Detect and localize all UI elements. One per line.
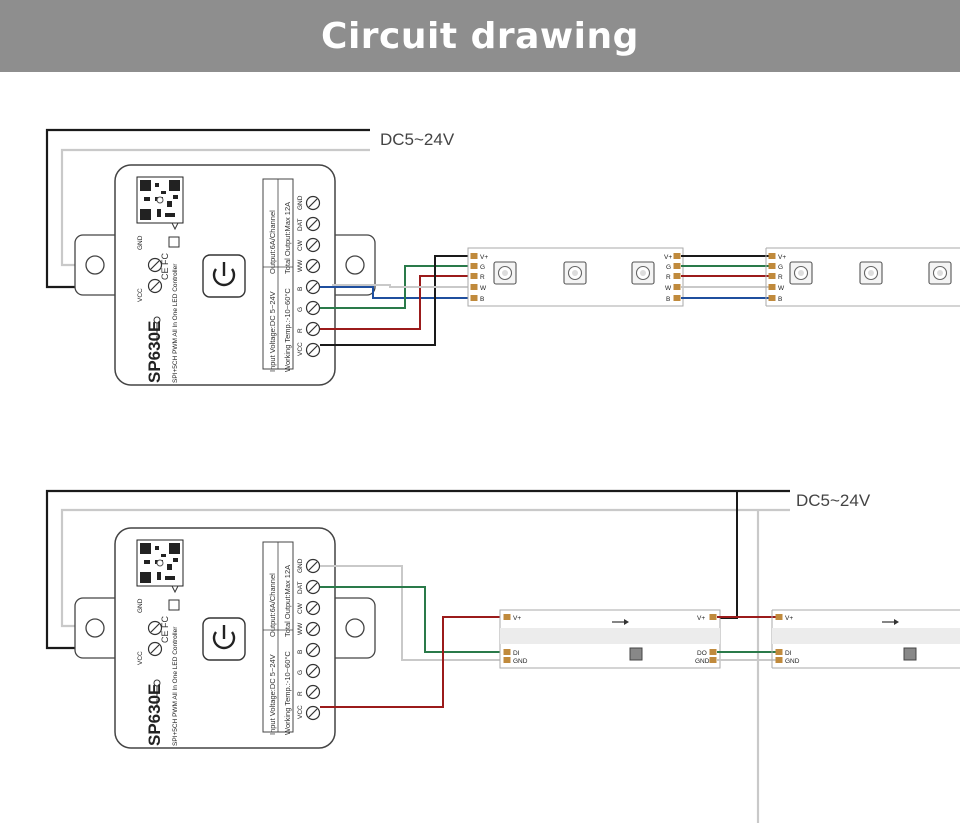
power-label-bottom: DC5~24V — [796, 491, 871, 510]
bottom-diagram: DC5~24V SP630E SPI+5CH PWM All In One LE… — [45, 489, 960, 823]
spec-temp-top: Working Temp.:-10~60°C — [283, 288, 292, 372]
rgbw-pin-labels-2: V+ G RW B — [778, 254, 786, 303]
svg-text:WW: WW — [297, 622, 304, 635]
controller-model-top: SP630E — [145, 321, 164, 383]
spec-total-bottom: Total Output:Max 12A — [283, 565, 292, 637]
controller-subtitle-bottom: SPI+5CH PWM All In One LED Controller — [172, 626, 179, 746]
spec-input-bottom: Input Voltage:DC 5~24V — [268, 654, 277, 735]
rgbw-pin-labels-1: V+G RW B V+G RW B — [480, 254, 672, 303]
svg-text:R: R — [778, 274, 783, 281]
svg-text:GND: GND — [297, 195, 304, 210]
pixel-pin-labels-1: V+ DI GND V+ DO GND — [513, 615, 710, 665]
controller-subtitle-top: SPI+5CH PWM All In One LED Controller — [172, 263, 179, 383]
svg-text:R: R — [666, 274, 671, 281]
svg-text:B: B — [480, 296, 484, 303]
svg-text:GND: GND — [513, 658, 528, 665]
cert-marks-bottom: CE FC — [160, 615, 170, 643]
svg-text:B: B — [778, 296, 782, 303]
svg-text:B: B — [666, 296, 670, 303]
controller-bottom — [73, 526, 377, 750]
cert-marks-top: CE FC — [160, 252, 170, 280]
pixel-pin-labels-2: V+ DI GND — [785, 615, 800, 665]
top-diagram: DC5~24V SP630E SPI+5CH PWM All In One LE… — [45, 128, 960, 387]
svg-text:WW: WW — [297, 259, 304, 272]
svg-text:GND: GND — [695, 658, 710, 665]
spec-total-top: Total Output:Max 12A — [283, 202, 292, 274]
svg-text:R: R — [480, 274, 485, 281]
spec-temp-bottom: Working Temp.:-10~60°C — [283, 651, 292, 735]
spec-output-bottom: Output:6A/Channel — [268, 573, 277, 637]
svg-text:DAT: DAT — [297, 581, 304, 594]
svg-text:G: G — [297, 307, 304, 312]
right-terminal-labels-bottom: GND DAT CW WW B G R VCC — [297, 558, 304, 719]
svg-text:VCC: VCC — [297, 342, 304, 356]
svg-text:DI: DI — [785, 650, 792, 657]
svg-text:V+: V+ — [697, 615, 705, 622]
svg-text:DO: DO — [697, 650, 707, 657]
svg-text:VCC: VCC — [297, 705, 304, 719]
svg-text:GND: GND — [785, 658, 800, 665]
svg-text:V+: V+ — [785, 615, 793, 622]
left-vcc-bottom: VCC — [137, 651, 144, 665]
svg-text:V+: V+ — [513, 615, 521, 622]
svg-text:G: G — [480, 264, 485, 271]
svg-text:R: R — [297, 691, 304, 696]
svg-text:DAT: DAT — [297, 218, 304, 231]
svg-text:B: B — [297, 287, 304, 291]
left-gnd-bottom: GND — [137, 598, 144, 613]
spec-input-top: Input Voltage:DC 5~24V — [268, 291, 277, 372]
svg-text:W: W — [778, 285, 785, 292]
svg-text:GND: GND — [297, 558, 304, 573]
svg-text:DI: DI — [513, 650, 520, 657]
svg-text:CW: CW — [297, 602, 304, 614]
svg-text:V+: V+ — [778, 254, 786, 261]
right-terminal-labels-top: GND DAT CW WW B G R VCC — [297, 195, 304, 356]
svg-text:B: B — [297, 650, 304, 654]
svg-text:R: R — [297, 328, 304, 333]
left-vcc-top: VCC — [137, 288, 144, 302]
spec-output-top: Output:6A/Channel — [268, 210, 277, 274]
page-title: Circuit drawing — [321, 15, 639, 57]
svg-text:W: W — [480, 285, 487, 292]
controller-model-bottom: SP630E — [145, 684, 164, 746]
svg-text:V+: V+ — [480, 254, 488, 261]
controller-top — [73, 163, 377, 387]
left-gnd-top: GND — [137, 235, 144, 250]
power-label-top: DC5~24V — [380, 130, 455, 149]
svg-text:G: G — [778, 264, 783, 271]
header-banner: Circuit drawing — [0, 0, 960, 72]
svg-text:V+: V+ — [664, 254, 672, 261]
svg-text:G: G — [297, 670, 304, 675]
svg-text:G: G — [666, 264, 671, 271]
svg-text:CW: CW — [297, 239, 304, 251]
svg-text:W: W — [665, 285, 672, 292]
